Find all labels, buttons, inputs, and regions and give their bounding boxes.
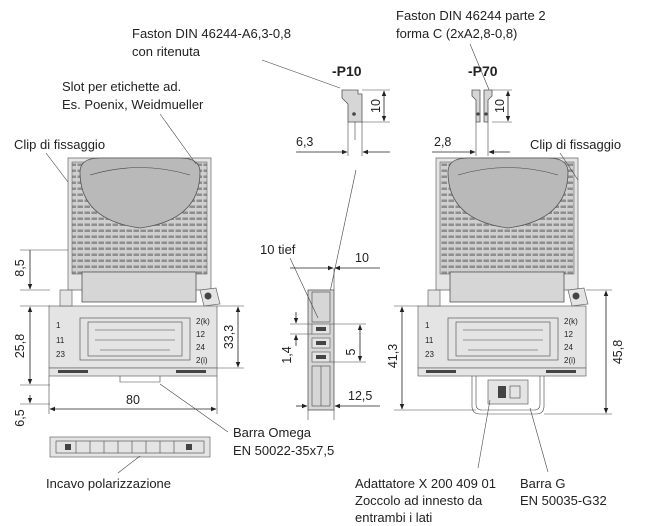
left-relay-front-view [48,157,221,383]
right-terminal-labels: 1 11 23 2(k) 12 24 2(i) [425,317,578,365]
adattatore-label: Adattatore X 200 409 01 [355,476,496,491]
left-dimensions: 8,5 25,8 6,5 80 33,3 [13,249,244,427]
term-r-11: 11 [425,336,434,345]
slot-label: Slot per etichette ad. [62,79,181,94]
right-relay-front-view [417,157,589,415]
relay-cap [79,157,201,229]
barra-omega-label-2: EN 50022-35x7,5 [233,443,334,458]
dim-5: 5 [344,348,358,355]
slot-label-2: Es. Poenix, Weidmueller [62,97,204,112]
dim-45-8: 45,8 [611,340,625,364]
dim-10-side: 10 [355,251,369,265]
dim-80: 80 [126,393,140,407]
clip-right-label: Clip di fissaggio [530,137,621,152]
dim-6-3: 6,3 [296,135,313,149]
faston-p2-label-2: forma C (2xA2,8-0,8) [396,26,517,41]
right-annotations: Clip di fissaggio Adattatore X 200 409 0… [355,137,621,525]
faston-a6-detail: Faston DIN 46244-A6,3-0,8 con ritenuta -… [132,26,390,293]
tief-label: 10 tief [260,242,296,257]
left-annotations: Slot per etichette ad. Es. Poenix, Weidm… [14,79,334,458]
dim-8-5: 8,5 [13,259,27,276]
adattatore-label-3: entrambi i lati [355,510,432,525]
adattatore-label-2: Zoccolo ad innesto da [355,493,483,508]
term-l-2i: 2(i) [196,356,208,365]
term-r-23: 23 [425,350,434,359]
p10-label: -P10 [332,63,362,79]
barra-omega-label: Barra Omega [233,425,312,440]
term-l-23: 23 [56,350,65,359]
dim-33-3: 33,3 [222,325,236,349]
dim-41-3: 41,3 [386,344,400,368]
side-view: 10 tief 10 1,4 5 12,5 [260,242,380,420]
p70-label: -P70 [468,63,498,79]
barra-g-label-2: EN 50035-G32 [520,493,607,508]
barra-g-label: Barra G [520,476,566,491]
dim-25-8: 25,8 [13,334,27,358]
term-l-11: 11 [56,336,65,345]
dim-10-p10: 10 [369,99,383,113]
dim-10-p70: 10 [493,99,507,113]
dim-2-8: 2,8 [434,135,451,149]
clip-left-label: Clip di fissaggio [14,137,105,152]
faston-a6-label: Faston DIN 46244-A6,3-0,8 [132,26,291,41]
term-l-1: 1 [56,321,61,330]
term-r-24: 24 [564,343,573,352]
dim-6-5: 6,5 [13,409,27,426]
term-l-12: 12 [196,330,205,339]
relay-cap [447,157,569,229]
left-terminal-labels: 1 11 23 2(k) 12 24 2(i) [56,317,210,365]
term-r-2k: 2(k) [564,317,578,326]
term-l-24: 24 [196,343,205,352]
polarization-strip: Incavo polarizzazione [46,436,211,491]
incavo-label: Incavo polarizzazione [46,476,171,491]
term-r-2i: 2(i) [564,356,576,365]
term-r-1: 1 [425,321,430,330]
faston-p2-detail: Faston DIN 46244 parte 2 forma C (2xA2,8… [396,8,546,156]
dim-12-5: 12,5 [348,389,372,403]
right-dimensions: 41,3 45,8 [386,289,625,415]
faston-p2-label: Faston DIN 46244 parte 2 [396,8,546,23]
dim-1-4: 1,4 [280,346,294,363]
faston-a6-label-2: con ritenuta [132,44,201,59]
term-l-2k: 2(k) [196,317,210,326]
term-r-12: 12 [564,330,573,339]
